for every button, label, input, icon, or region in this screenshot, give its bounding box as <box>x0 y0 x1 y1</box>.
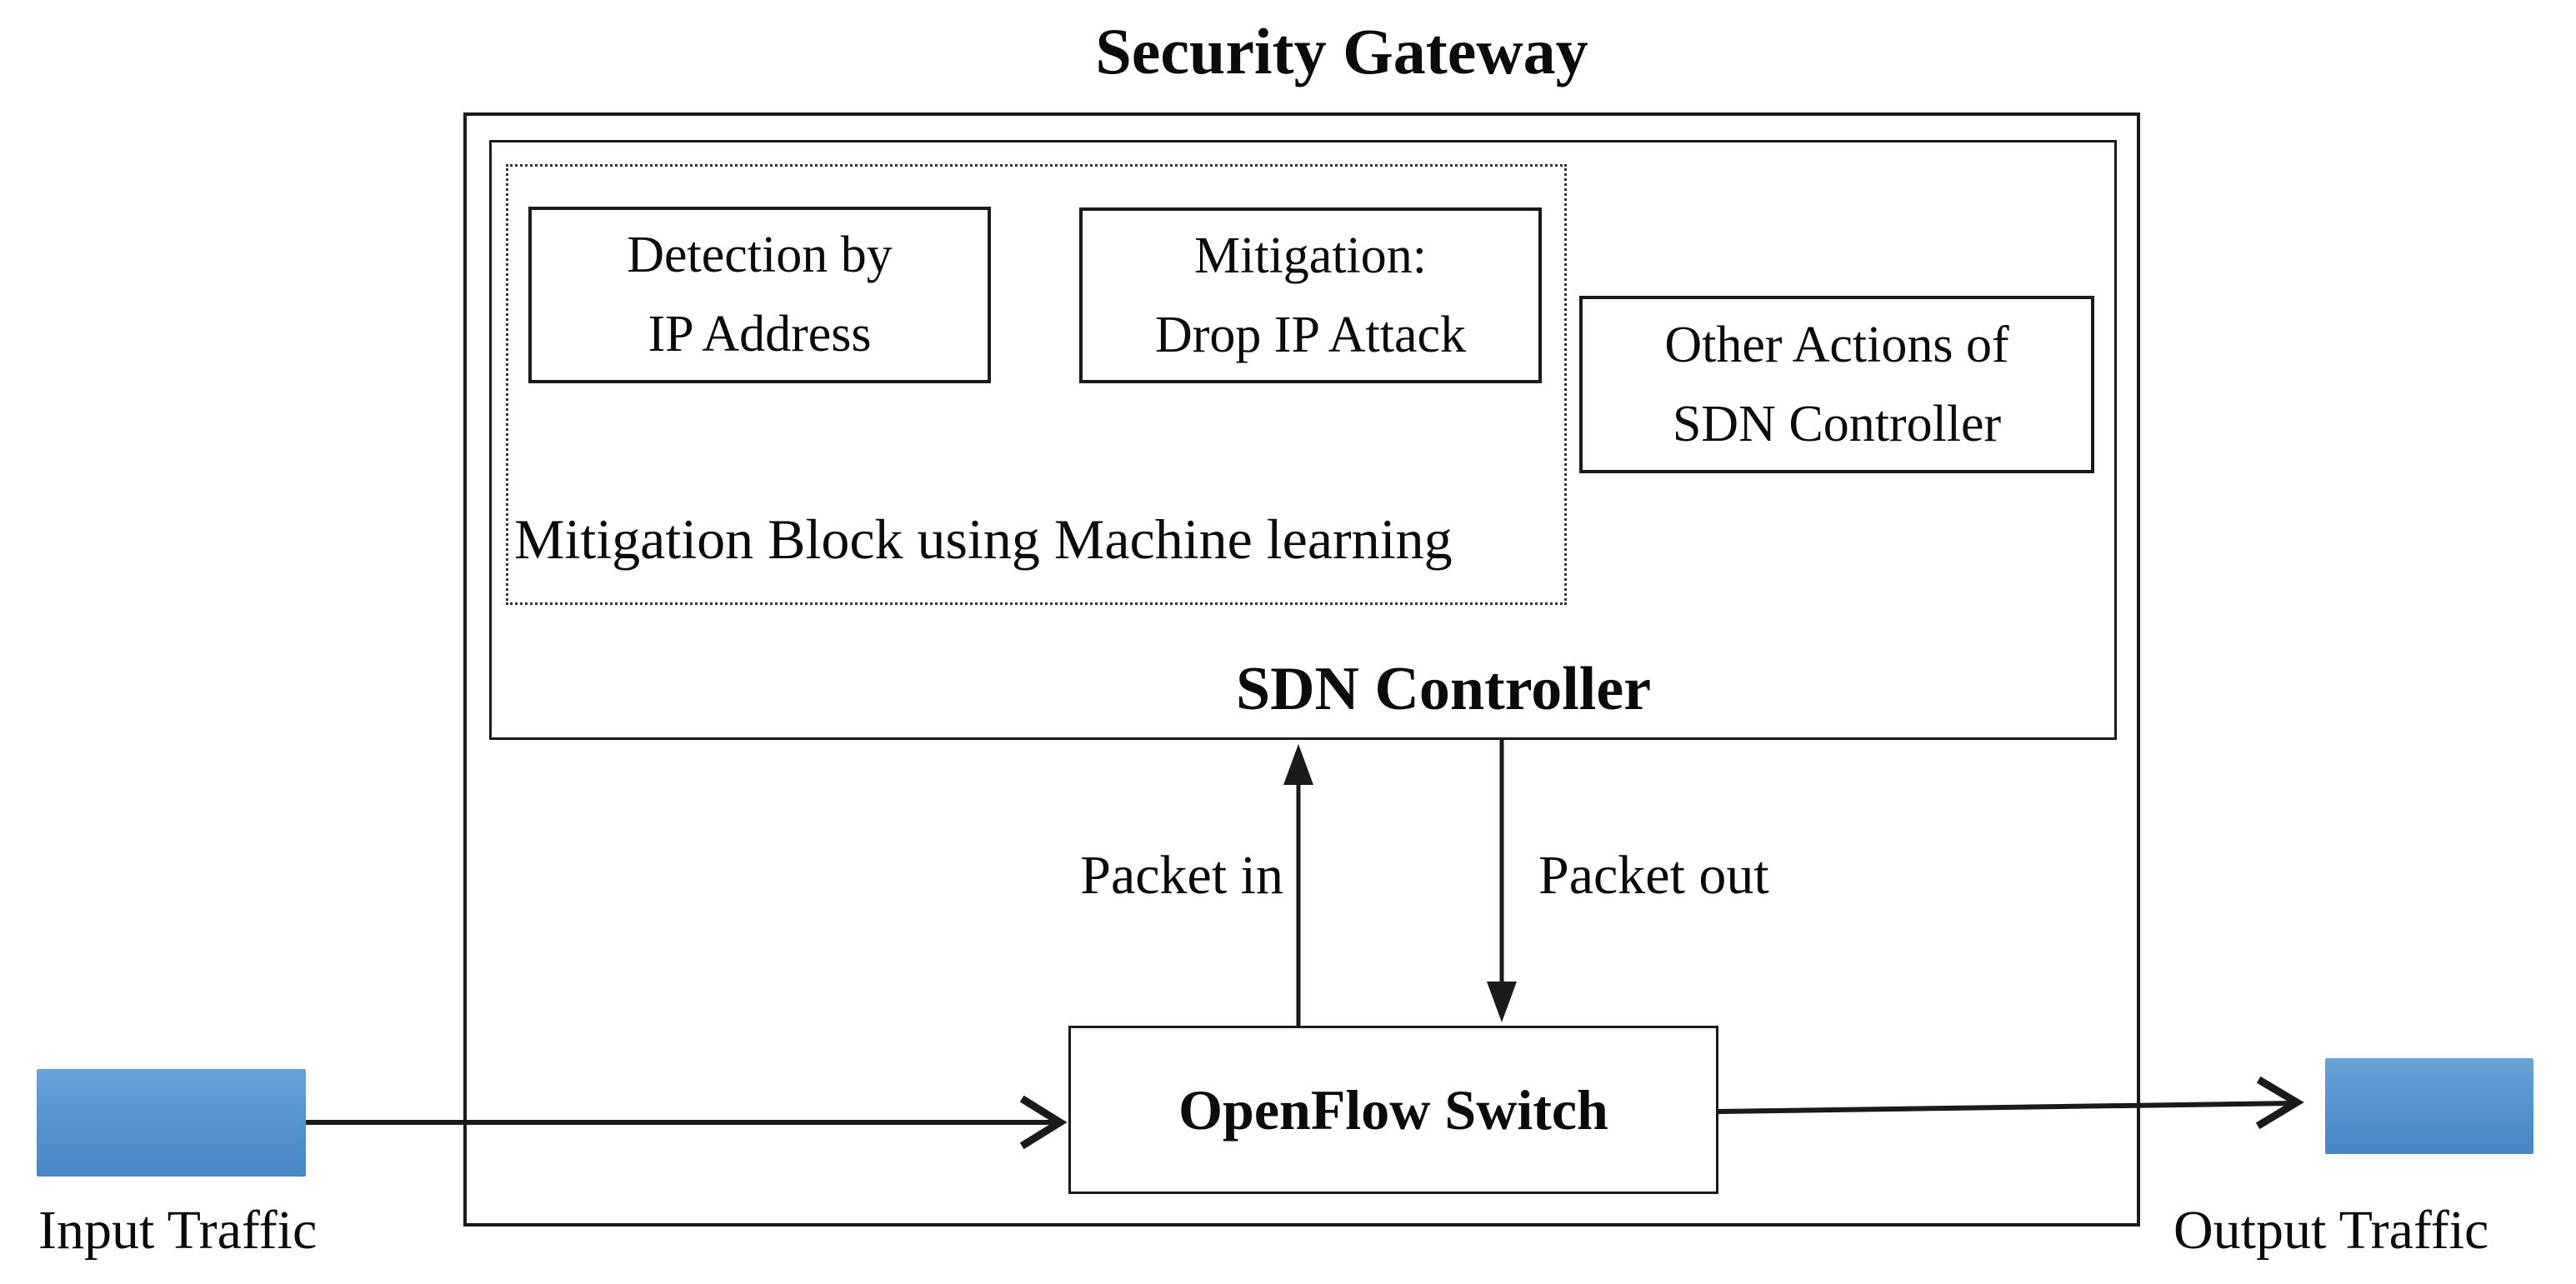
diagram-title: Security Gateway <box>1095 15 1588 87</box>
other-actions-box-label-line1: Other Actions of <box>1664 316 2009 373</box>
output-traffic-rect <box>2325 1058 2533 1154</box>
openflow-switch-box: OpenFlow Switch <box>1068 1026 1718 1194</box>
input-traffic-label: Input Traffic <box>38 1200 318 1261</box>
packet-out-label: Packet out <box>1538 845 1769 906</box>
detection-box-label-line2: IP Address <box>648 306 872 362</box>
sdn-controller-box <box>489 140 2117 740</box>
input-traffic-rect <box>37 1069 306 1177</box>
mitigation-box-label-line1: Mitigation: <box>1194 227 1427 284</box>
openflow-switch-label: OpenFlow Switch <box>1178 1077 1608 1142</box>
mitigation-box-label-line2: Drop IP Attack <box>1154 306 1467 363</box>
output-traffic-label: Output Traffic <box>2173 1200 2489 1261</box>
other-actions-box: Other Actions of SDN Controller <box>1579 296 2094 473</box>
mitigation-block-label: Mitigation Block using Machine learning <box>514 507 1453 571</box>
sdn-controller-label: SDN Controller <box>1235 655 1652 723</box>
packet-in-label: Packet in <box>1080 845 1283 906</box>
security-gateway-box <box>463 112 2140 1227</box>
mitigation-block-box <box>506 164 1567 605</box>
mitigation-box: Mitigation: Drop IP Attack <box>1079 207 1542 383</box>
detection-box-label-line1: Detection by <box>627 227 893 283</box>
detection-box: Detection by IP Address <box>528 207 991 383</box>
other-actions-box-label-line2: SDN Controller <box>1672 395 2002 452</box>
